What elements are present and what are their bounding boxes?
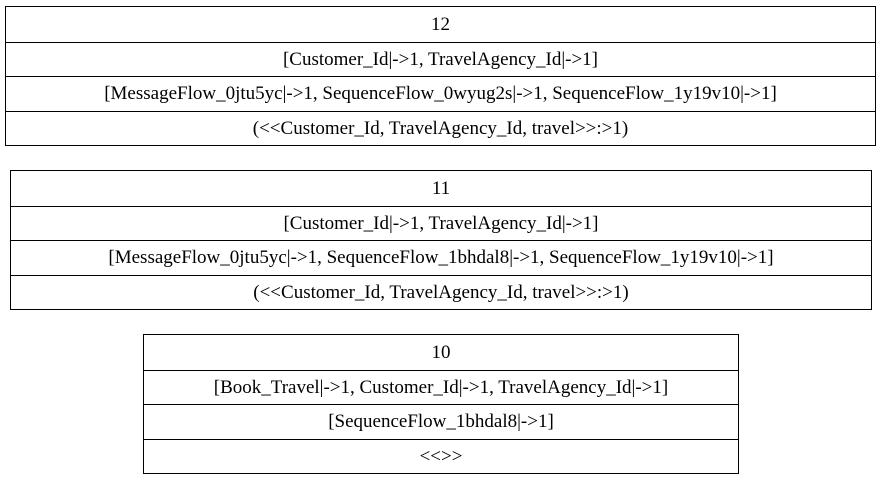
state-id: 10 xyxy=(431,341,451,363)
state-row-2: [MessageFlow_0jtu5yc|->1, SequenceFlow_1… xyxy=(11,240,871,275)
state-node-10: 10 [Book_Travel|->1, Customer_Id|->1, Tr… xyxy=(143,334,739,474)
state-row-3: (<<Customer_Id, TravelAgency_Id, travel>… xyxy=(11,274,871,310)
state-row-3: (<<Customer_Id, TravelAgency_Id, travel>… xyxy=(6,110,875,146)
state-row-1: [Customer_Id|->1, TravelAgency_Id|->1] xyxy=(6,41,875,77)
state-node-12: 12 [Customer_Id|->1, TravelAgency_Id|->1… xyxy=(5,6,876,146)
state-node-11: 11 [Customer_Id|->1, TravelAgency_Id|->1… xyxy=(10,170,872,310)
state-row-1: [Customer_Id|->1, TravelAgency_Id|->1] xyxy=(11,205,871,241)
state-id: 11 xyxy=(431,177,451,199)
state-row-2: [MessageFlow_0jtu5yc|->1, SequenceFlow_0… xyxy=(6,76,875,111)
state-row-3: <<>> xyxy=(144,438,738,474)
state-id: 12 xyxy=(431,13,450,35)
state-row-1: [Book_Travel|->1, Customer_Id|->1, Trave… xyxy=(144,369,738,405)
state-row-2: [SequenceFlow_1bhdal8|->1] xyxy=(144,404,738,439)
